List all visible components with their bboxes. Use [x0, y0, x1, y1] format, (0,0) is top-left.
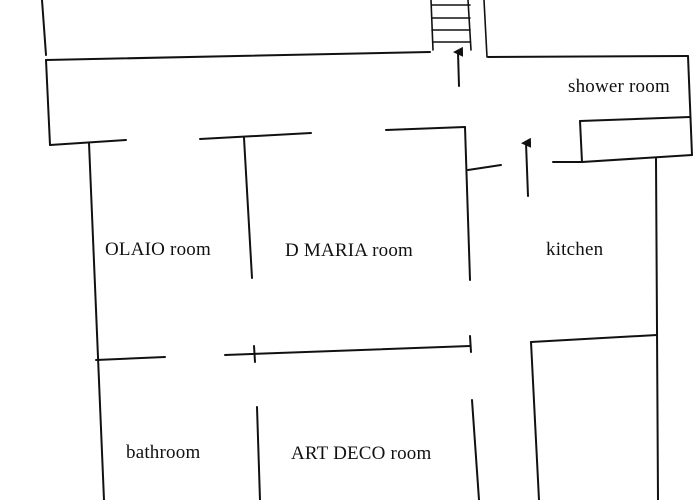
- upper-walls: [41, 0, 693, 156]
- wall-shower-bottom: [581, 154, 693, 163]
- wall-mid-tick-2: [469, 335, 472, 353]
- wall-corridor-bottom-2: [199, 132, 312, 140]
- room-label-shower-room: shower room: [568, 76, 670, 97]
- wall-corridor-bottom-1: [49, 139, 127, 146]
- wall-mid-horizontal-left: [95, 356, 166, 361]
- wall-right-outer: [687, 55, 693, 156]
- wall-mid-horizontal-right: [224, 345, 471, 356]
- wall-shower-top: [579, 116, 691, 122]
- wall-lower-right-left: [530, 341, 540, 500]
- arrow-up-icon: [521, 137, 532, 197]
- wall-corridor-bottom-3: [385, 126, 466, 131]
- wall-olaio-dmaria-divider: [243, 137, 253, 279]
- wall-bathroom-artdeco-divider: [256, 406, 261, 500]
- room-label-kitchen: kitchen: [546, 239, 604, 260]
- wall-kitchen-left-upper: [464, 126, 471, 281]
- stairs-icon: [430, 0, 488, 58]
- wall-top-left-horizontal: [45, 51, 431, 61]
- direction-arrows: [453, 46, 532, 197]
- wall-top-left-vertical: [41, 0, 47, 56]
- wall-kitchen-door-stub: [467, 164, 502, 171]
- arrow-up-icon: [453, 46, 464, 87]
- wall-artdeco-right: [471, 399, 480, 500]
- wall-mid-tick-1: [253, 345, 256, 363]
- wall-top-right-horizontal: [487, 55, 689, 58]
- room-label-olaio-room: OLAIO room: [105, 239, 211, 260]
- wall-corridor-left: [45, 59, 51, 146]
- room-label-art-deco-room: ART DECO room: [291, 443, 432, 464]
- wall-kitchen-bottom: [530, 334, 658, 343]
- room-label-d-maria-room: D MARIA room: [285, 240, 414, 261]
- room-label-bathroom: bathroom: [126, 442, 201, 463]
- wall-olaio-left: [88, 142, 105, 500]
- wall-shower-left: [579, 120, 583, 163]
- kitchen-walls: [464, 126, 659, 500]
- shower-room-walls: [579, 116, 693, 163]
- left-room-walls: [88, 137, 480, 500]
- wall-kitchen-right: [655, 157, 659, 500]
